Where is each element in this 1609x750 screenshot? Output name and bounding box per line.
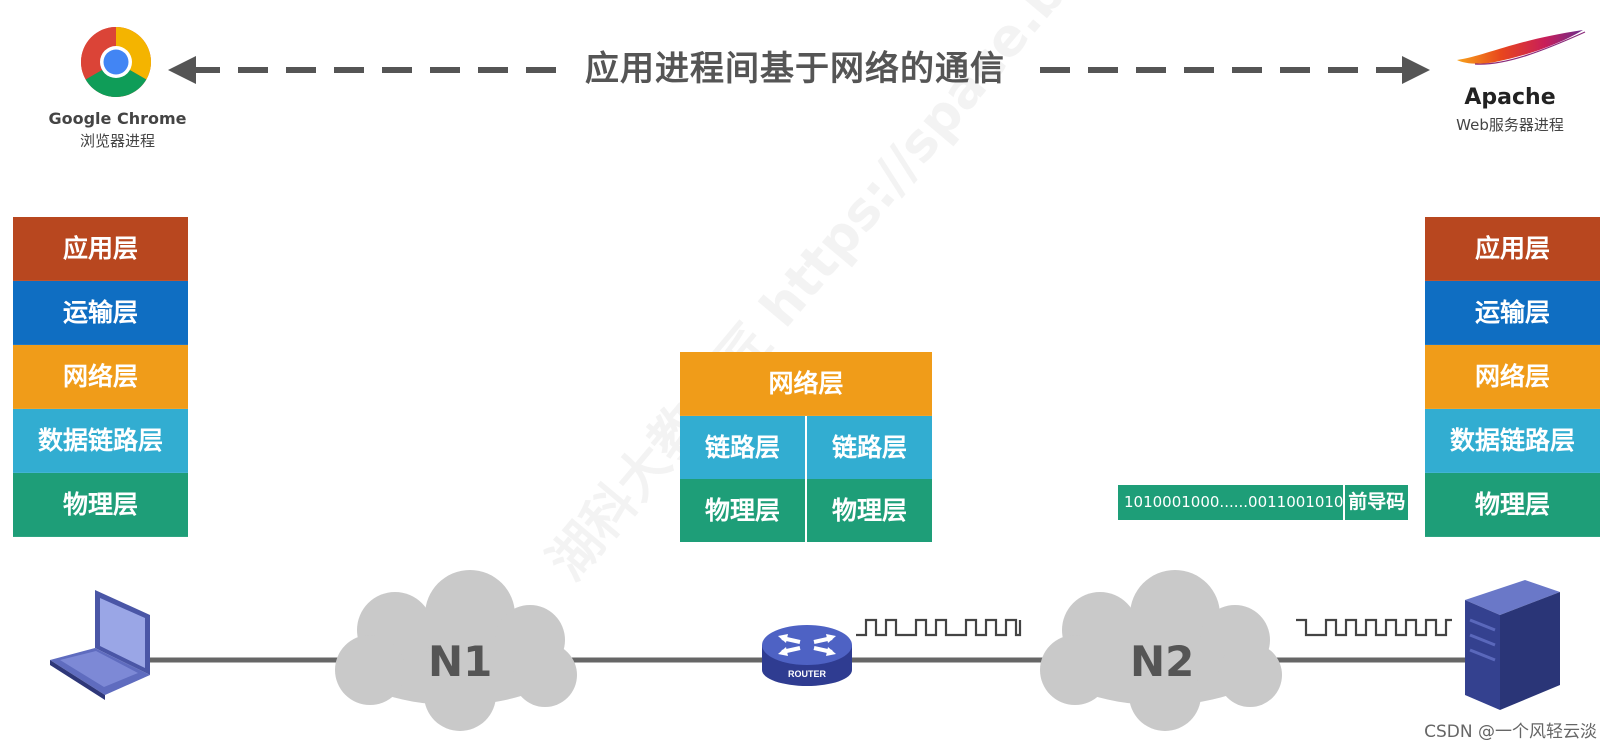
layer-physical-right: 物理层 xyxy=(1425,473,1600,537)
preamble-label: 前导码 xyxy=(1343,485,1408,520)
chrome-desc: 浏览器进程 xyxy=(79,132,155,150)
layer-application-right: 应用层 xyxy=(1425,217,1600,281)
laptop-icon xyxy=(50,590,150,700)
router-icon: ROUTER xyxy=(762,625,852,686)
router-stack: 网络层 链路层 链路层 物理层 物理层 xyxy=(680,352,932,542)
host-right-stack: 应用层 运输层 网络层 数据链路层 物理层 xyxy=(1425,217,1600,537)
signal-waveform-2 xyxy=(1296,618,1452,637)
layer-physical-router-left: 物理层 xyxy=(680,479,805,542)
signal-waveform-1 xyxy=(856,618,1022,637)
network-topology-graphic: ROUTER xyxy=(50,570,1560,731)
arrow-head-right-icon xyxy=(1402,56,1430,84)
apache-feather-icon xyxy=(1457,30,1586,65)
router-label: ROUTER xyxy=(788,669,827,679)
apache-name: Apache xyxy=(1464,85,1556,110)
cloud-n1-label: N1 xyxy=(428,637,493,686)
apache-caption: Apache Web服务器进程 xyxy=(1430,82,1590,136)
layer-network-left: 网络层 xyxy=(13,345,188,409)
layer-application-left: 应用层 xyxy=(13,217,188,281)
arrow-head-left-icon xyxy=(168,56,196,84)
layer-datalink-left: 数据链路层 xyxy=(13,409,188,473)
layer-link-router-right: 链路层 xyxy=(805,416,932,479)
layer-transport-right: 运输层 xyxy=(1425,281,1600,345)
page-title: 应用进程间基于网络的通信 xyxy=(585,49,1005,89)
host-left-stack: 应用层 运输层 网络层 数据链路层 物理层 xyxy=(13,217,188,537)
layer-transport-left: 运输层 xyxy=(13,281,188,345)
header-arrow-graphic xyxy=(168,56,1430,84)
chrome-name: Google Chrome xyxy=(48,109,187,128)
cloud-n2-label: N2 xyxy=(1130,637,1195,686)
layer-datalink-right: 数据链路层 xyxy=(1425,409,1600,473)
layer-physical-router-right: 物理层 xyxy=(805,479,932,542)
chrome-logo-icon xyxy=(81,27,151,97)
cloud-n1-icon xyxy=(335,570,577,731)
footer-credit: CSDN @一个风轻云淡 xyxy=(1424,722,1597,742)
cloud-n2-icon xyxy=(1040,570,1282,731)
apache-desc: Web服务器进程 xyxy=(1456,116,1564,134)
bitstream-sequence: 1010001000......0011001010 xyxy=(1124,493,1344,511)
layer-physical-left: 物理层 xyxy=(13,473,188,537)
layer-link-router-left: 链路层 xyxy=(680,416,805,479)
server-icon xyxy=(1465,580,1560,710)
chrome-caption: Google Chrome 浏览器进程 xyxy=(40,108,195,152)
bitstream-label: 1010001000......0011001010 前导码 xyxy=(1118,485,1408,520)
layer-network-right: 网络层 xyxy=(1425,345,1600,409)
layer-network-router: 网络层 xyxy=(680,352,932,416)
